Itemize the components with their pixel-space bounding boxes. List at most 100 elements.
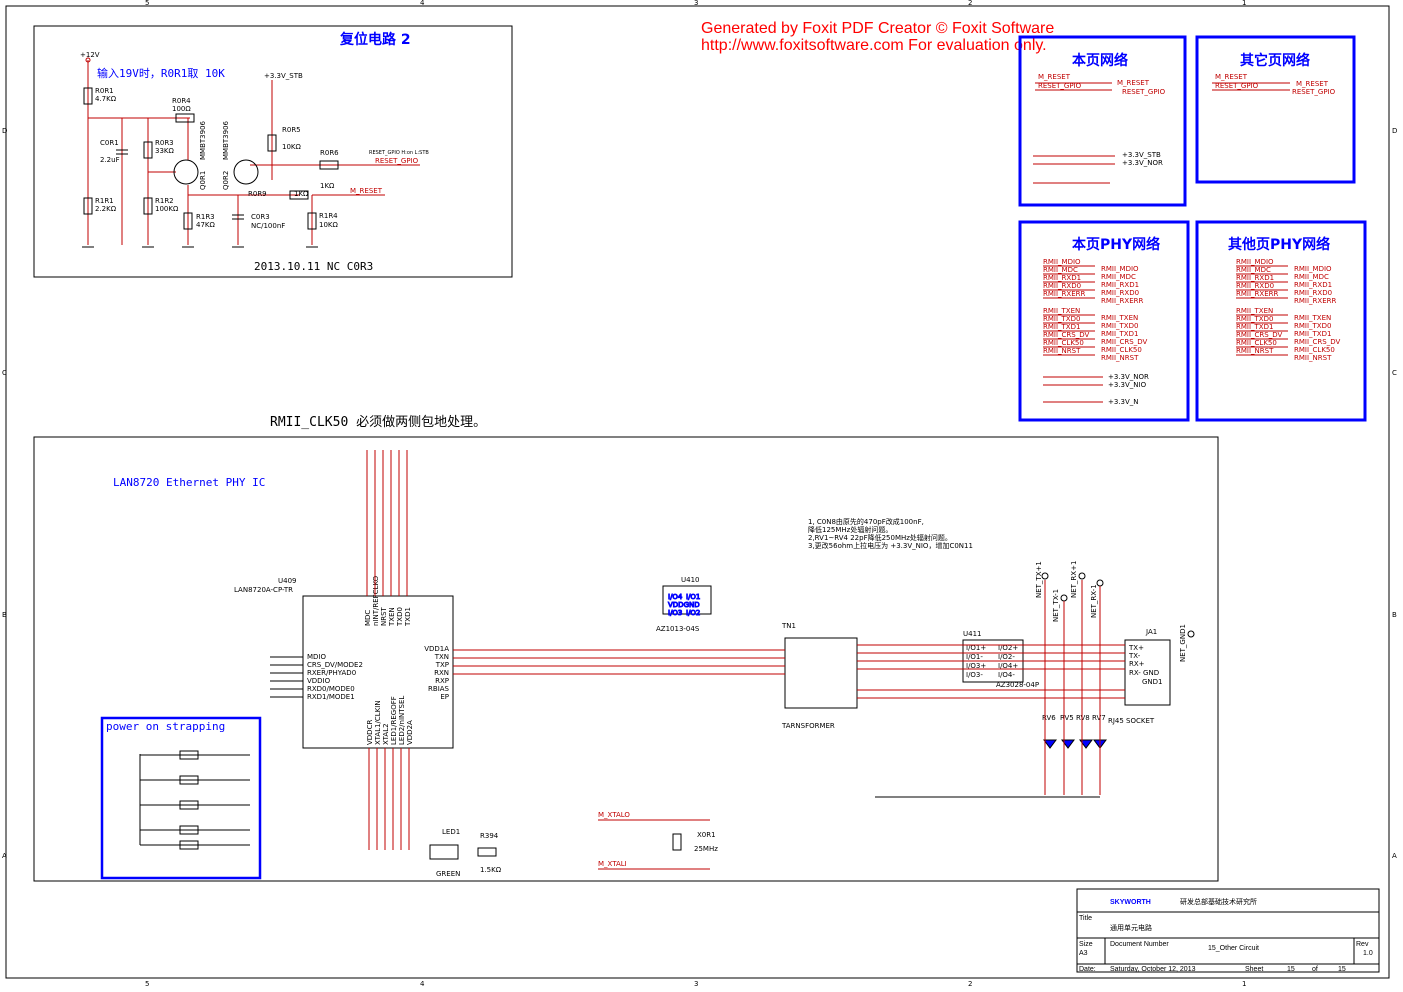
svg-text:U409: U409 [278,577,296,585]
svg-text:Title: Title [1079,915,1092,922]
svg-text:RESET_GPIO H:on L:STB: RESET_GPIO H:on L:STB [369,150,429,156]
col-number: 1 [1242,980,1246,988]
phy-net-label: RMII_TXD0 [1043,315,1080,323]
phy-net-label: RMII_TXD0 [1101,322,1138,330]
svg-text:研发总部基础技术研究所: 研发总部基础技术研究所 [1180,897,1257,906]
svg-text:A3: A3 [1079,950,1088,957]
phy-net-label: RMII_RXD1 [1101,281,1139,289]
svg-text:RV6: RV6 [1042,714,1056,722]
phy-net-label: RMII_RXERR [1101,297,1143,305]
svg-text:R1R3: R1R3 [196,213,215,221]
svg-text:+12V: +12V [80,51,100,59]
reset-title: 复位电路 2 [339,31,411,48]
u409-pin-label: MDC [364,610,372,626]
svg-text:M_RESET: M_RESET [1296,80,1329,88]
svg-text:I/O3-: I/O3- [966,671,983,679]
col-number: 5 [145,0,149,7]
u409-pin-label: VDD1A [424,645,449,653]
phy-net-label: RMII_CRS_DV [1101,338,1147,346]
svg-text:R0R6: R0R6 [320,149,339,157]
svg-text:NET_RX+1: NET_RX+1 [1070,561,1078,598]
u409-pin-label: MDIO [307,653,326,661]
svg-text:NET_GND1: NET_GND1 [1179,624,1187,662]
row-letter: C [2,369,7,377]
svg-text:15: 15 [1338,966,1346,973]
svg-text:I/O3: I/O3 [668,609,682,617]
u409-pin-label: RBIAS [428,685,450,693]
watermark-line1: Generated by Foxit PDF Creator © Foxit S… [701,20,1054,37]
u409-left-pins: MDIOCRS_DV/MODE2RXER/PHYAD0VDDIORXD0/MOD… [270,653,363,701]
svg-text:I/O4: I/O4 [668,593,683,601]
phy-net-label: RMII_CRS_DV [1294,338,1340,346]
u409-pin-label: nINT/REFCLKO [372,575,380,626]
svg-text:M_XTALI: M_XTALI [598,860,627,868]
svg-text:MMBT3906: MMBT3906 [199,120,207,160]
svg-text:1KΩ: 1KΩ [294,190,309,198]
svg-text:+3.3V_NOR: +3.3V_NOR [1122,159,1163,167]
svg-text:R0R5: R0R5 [282,126,301,134]
u409-pin-label: RXN [434,669,449,677]
svg-text:R0R4: R0R4 [172,97,191,105]
svg-text:NC/100nF: NC/100nF [251,222,285,230]
u409-pin-label: LED1/REGOFF [390,696,398,745]
svg-text:VDDGND: VDDGND [668,601,700,609]
svg-text:R1R2: R1R2 [155,197,174,205]
col-number: 4 [420,0,425,7]
phy-circuit: LAN8720 Ethernet PHY IC U409 LAN8720A-CP… [33,436,1219,882]
svg-text:R1R4: R1R4 [319,212,338,220]
phy-net-label: RMII_CLK50 [1101,346,1142,354]
phy-net-label: RMII_MDIO [1236,258,1274,266]
phy-net-label: RMII_TXD0 [1294,322,1331,330]
svg-text:RESET_GPIO: RESET_GPIO [1122,88,1166,96]
svg-text:15_Other Circuit: 15_Other Circuit [1208,945,1259,952]
svg-text:NET_TX+1: NET_TX+1 [1035,561,1043,598]
u409-pin-label: VDDIO [307,677,331,685]
svg-text:GND1: GND1 [1142,678,1163,686]
svg-text:Size: Size [1079,941,1093,948]
svg-text:I/O2+: I/O2+ [998,644,1018,652]
svg-text:Saturday, October 12, 2013: Saturday, October 12, 2013 [1110,966,1196,973]
svg-text:NET_TX-1: NET_TX-1 [1052,589,1060,622]
svg-text:1, C0N8由原先的470pF改成100nF,: 1, C0N8由原先的470pF改成100nF, [808,517,924,526]
row-letter: B [2,611,7,619]
ja1-connector [1124,639,1171,706]
svg-text:+3.3V_STB: +3.3V_STB [1122,151,1161,159]
svg-text:Q0R1: Q0R1 [199,171,207,190]
phy-net-label: RMII_RXERR [1294,297,1336,305]
phy-net-label: RMII_RXD1 [1236,274,1274,282]
phy-net-label: RMII_TXD1 [1043,323,1080,331]
phy-net-label: RMII_TXD1 [1294,330,1331,338]
svg-text:I/O4-: I/O4- [998,671,1015,679]
svg-text:C0R1: C0R1 [100,139,119,147]
svg-text:R0R1: R0R1 [95,87,114,95]
phy-net-label: RMII_CLK50 [1236,339,1277,347]
phy-net-label: RMII_MDC [1236,266,1271,274]
clk-note: RMII_CLK50 必须做两侧包地处理。 [270,415,486,430]
col-number: 4 [420,980,425,988]
row-letter: B [1392,611,1397,619]
row-letter: D [2,127,7,135]
row-letter: D [1392,127,1397,135]
svg-text:R0R3: R0R3 [155,139,174,147]
phy-net-label: RMII_NRST [1101,354,1139,362]
svg-text:其他页PHY网络: 其他页PHY网络 [1228,236,1330,253]
esd-diodes: RV6 RV5 RV8 RV7 [1042,714,1107,749]
svg-text:降低125MHz处辐射问题。: 降低125MHz处辐射问题。 [808,525,892,534]
phy-net-label: RMII_CLK50 [1294,346,1335,354]
svg-text:I/O2: I/O2 [686,609,700,617]
phy-net-label: RMII_RXD1 [1294,281,1332,289]
u409-pin-label: TXP [435,661,449,669]
svg-text:RV8: RV8 [1076,714,1090,722]
u409-pin-label: TXD1 [404,607,412,627]
phy-net-label: RMII_MDIO [1101,265,1139,273]
phy-net-label: RMII_CRS_DV [1043,331,1089,339]
power-net-label: +3.3V_N [1108,398,1139,406]
svg-text:10KΩ: 10KΩ [282,143,301,151]
phy-net-label: RMII_TXEN [1236,307,1273,315]
title-block: SKYWORTH 研发总部基础技术研究所 Title 通用单元电路 Size A… [1076,888,1380,973]
svg-text:2,RV1~RV4 22pF降低250MHz处辐射问题。: 2,RV1~RV4 22pF降低250MHz处辐射问题。 [808,533,952,542]
